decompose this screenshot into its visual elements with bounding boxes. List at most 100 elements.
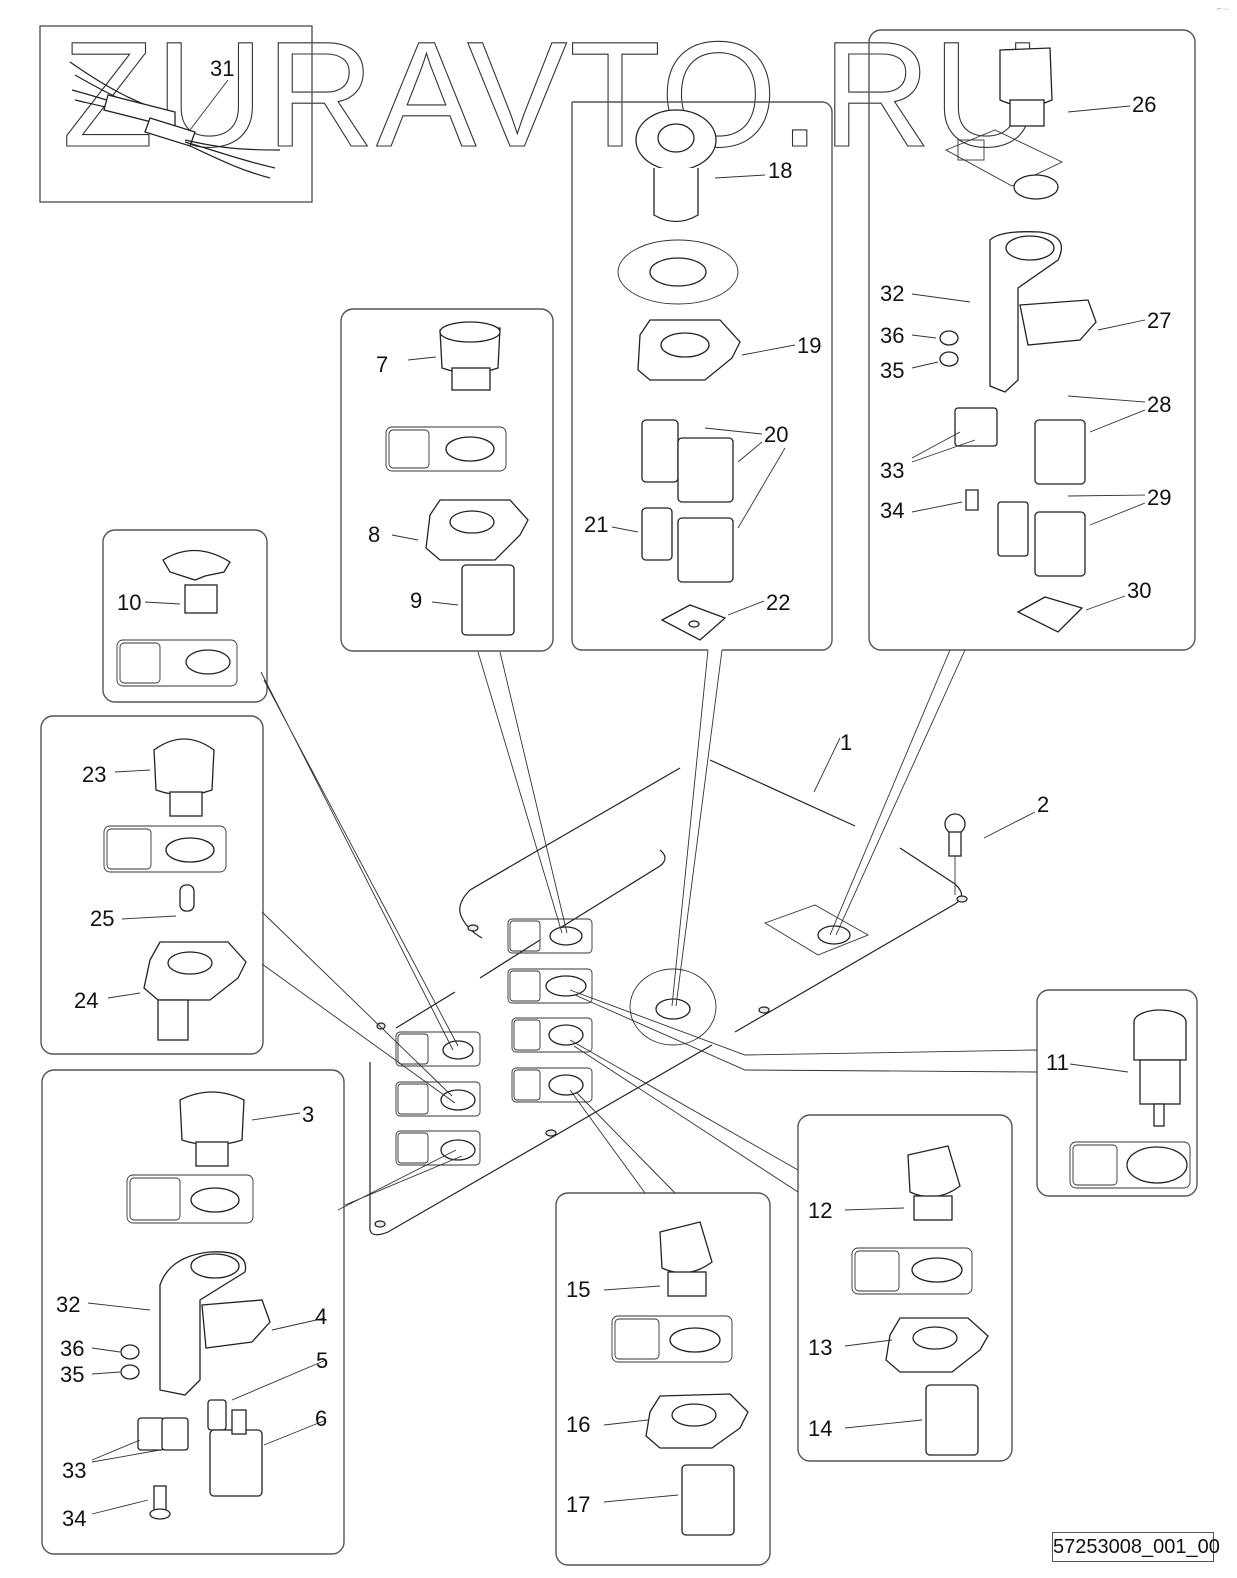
emergency-stop-part-18	[635, 109, 717, 223]
callout-34-top: 34	[880, 498, 904, 523]
label-plate-selector-b	[851, 1247, 973, 1295]
contact-base-8	[425, 499, 529, 561]
nut-washer-36-35-bottom	[120, 1344, 140, 1380]
callout-32-top: 32	[880, 281, 904, 306]
callout-14: 14	[808, 1416, 832, 1441]
contact-base-13	[885, 1317, 989, 1373]
callout-29: 29	[1147, 485, 1171, 510]
callout-labels: 31 18 26 7 8 9 10 23 25 24 19 20 21 22 3…	[56, 56, 1171, 1531]
clamps-33	[137, 1417, 189, 1451]
panel-plate-selector-a	[511, 1067, 593, 1103]
label-plate-selector-a	[611, 1315, 733, 1363]
mounting-clip-22	[660, 604, 727, 641]
callout-6: 6	[315, 1406, 327, 1431]
control-panel-plate	[369, 759, 968, 1236]
callout-31: 31	[210, 56, 234, 81]
callout-8: 8	[368, 522, 380, 547]
contact-blocks-28-29	[954, 407, 1086, 577]
callout-23: 23	[82, 762, 106, 787]
group-box-selector-b	[797, 1114, 1013, 1462]
bulb-part-25	[179, 884, 195, 912]
document-id-label: 57253008_001_00	[1052, 1532, 1220, 1562]
group-box-pushbutton	[340, 308, 554, 652]
callout-36-bottom: 36	[60, 1336, 84, 1361]
callout-27: 27	[1147, 308, 1171, 333]
callout-35-bottom: 35	[60, 1362, 84, 1387]
key-selector-part-26	[944, 47, 1064, 200]
callout-13: 13	[808, 1335, 832, 1360]
watermark-text: ZURAVTO.RU	[62, 10, 1043, 178]
gasket-ring	[617, 239, 739, 305]
lamp-holder-part-24	[143, 941, 247, 1041]
group-box-key-selector	[868, 29, 1196, 651]
contact-blocks-5-6	[207, 1399, 263, 1497]
screw-34	[149, 1485, 171, 1520]
callout-2: 2	[1037, 792, 1049, 817]
callout-22: 22	[766, 590, 790, 615]
panel-plate-lamp	[395, 1081, 481, 1117]
callout-15: 15	[566, 1277, 590, 1302]
callout-16: 16	[566, 1412, 590, 1437]
panel-screw-part-2	[944, 813, 966, 895]
callout-24: 24	[74, 988, 98, 1013]
key-switch-part-11	[1133, 1009, 1187, 1127]
callout-12: 12	[808, 1198, 832, 1223]
callout-9: 9	[410, 588, 422, 613]
panel-plate-horn	[507, 918, 593, 954]
panel-plate-warning	[395, 1130, 481, 1166]
nut-washer-36-35-top	[939, 330, 959, 367]
callout-3: 3	[302, 1102, 314, 1127]
group-box-bracket-pushbutton	[41, 1069, 345, 1555]
callout-34-bottom: 34	[62, 1506, 86, 1531]
callout-21: 21	[584, 512, 608, 537]
group-box-indicator-lamp	[40, 715, 264, 1055]
callout-1: 1	[840, 730, 852, 755]
group-box-cable	[39, 25, 313, 203]
pushbutton-part-3	[179, 1091, 245, 1167]
selector-part-12	[907, 1145, 961, 1221]
contact-block-9	[461, 564, 515, 636]
callout-28: 28	[1147, 392, 1171, 417]
callout-5: 5	[316, 1348, 328, 1373]
label-plate-horn	[385, 426, 507, 472]
group-box-emergency-stop	[571, 101, 833, 651]
callout-18: 18	[768, 158, 792, 183]
callout-17: 17	[566, 1492, 590, 1517]
callout-36-top: 36	[880, 323, 904, 348]
selector-part-15	[659, 1221, 713, 1297]
callout-26: 26	[1132, 92, 1156, 117]
corner-mark: ⌐ ∙∙∙	[1217, 6, 1229, 13]
pushbutton-part-7	[439, 321, 501, 391]
callout-30: 30	[1127, 578, 1151, 603]
group-leader-lines	[260, 649, 1038, 1211]
panel-plate-mushroom	[395, 1031, 481, 1067]
group-box-key-switch	[1036, 989, 1198, 1197]
label-plate-warning	[126, 1174, 254, 1224]
contact-block-14	[925, 1384, 979, 1456]
callout-4: 4	[315, 1304, 327, 1329]
callout-20: 20	[764, 422, 788, 447]
callout-33-bottom: 33	[62, 1458, 86, 1483]
callout-10: 10	[117, 590, 141, 615]
callout-33-top: 33	[880, 458, 904, 483]
label-plate-mushroom	[116, 639, 238, 687]
callout-35-top: 35	[880, 358, 904, 383]
group-box-selector-a	[555, 1192, 771, 1566]
contact-base-4	[201, 1299, 271, 1349]
contact-blocks-20-21	[641, 419, 734, 583]
label-plate-key	[1069, 1141, 1191, 1189]
panel-plate-selector-b	[511, 1017, 593, 1053]
bracket-32-bottom	[159, 1251, 247, 1396]
mushroom-part-10	[162, 549, 231, 614]
callout-32-bottom: 32	[56, 1292, 80, 1317]
callout-25: 25	[90, 906, 114, 931]
contact-block-17	[681, 1464, 735, 1536]
callout-11: 11	[1046, 1050, 1069, 1075]
lamp-cap-part-23	[153, 738, 215, 817]
contact-base-16	[645, 1393, 749, 1449]
mounting-clip-30	[1016, 596, 1084, 633]
label-plate-lamp	[103, 825, 227, 873]
bracket-32-top	[989, 231, 1063, 393]
group-box-mushroom	[102, 529, 268, 703]
